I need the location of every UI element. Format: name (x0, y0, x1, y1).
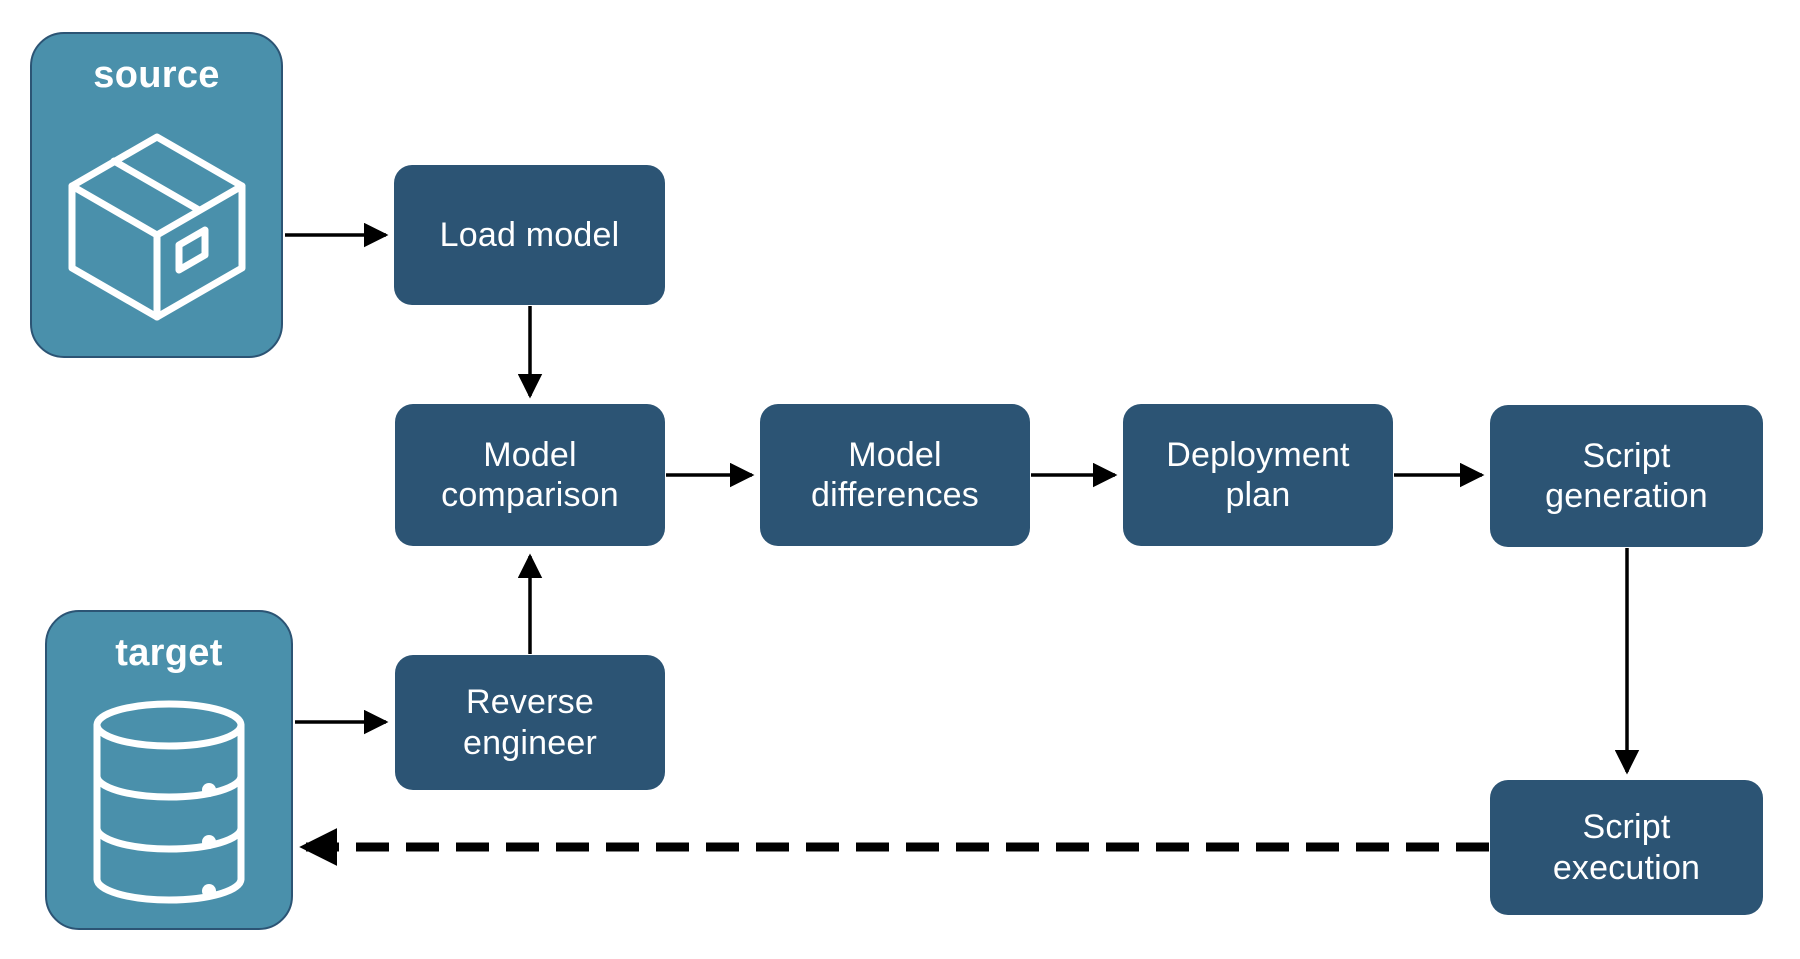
endpoint-source-label: source (93, 54, 220, 96)
endpoint-target[interactable]: target (45, 610, 293, 930)
endpoint-source[interactable]: source (30, 32, 283, 358)
database-cylinder-icon (47, 675, 291, 928)
process-load-model[interactable]: Load model (394, 165, 665, 305)
package-box-icon (32, 97, 281, 356)
process-load-model-label: Load model (439, 215, 620, 254)
endpoint-target-label: target (115, 632, 223, 674)
